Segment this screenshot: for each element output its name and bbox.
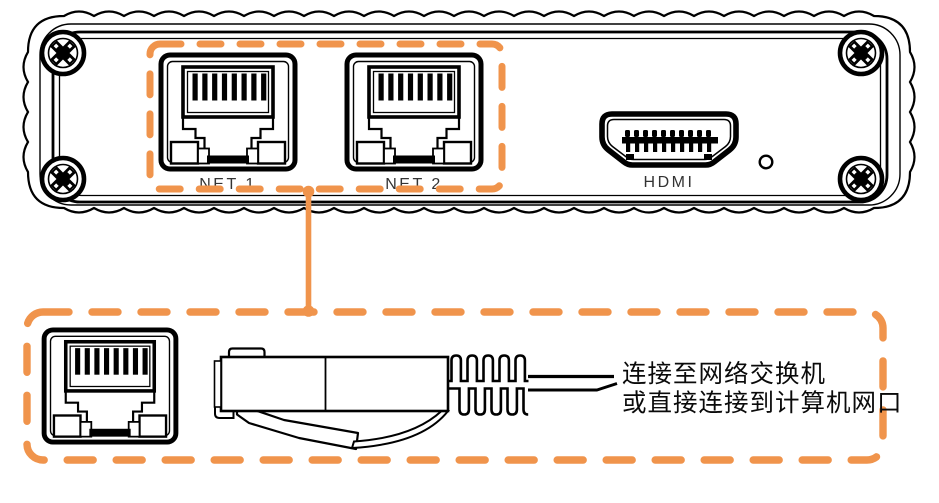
screw-icon-bottom-right <box>840 158 882 200</box>
rj45-plug-side-icon <box>213 347 618 451</box>
strain-relief-bottom-fins <box>448 387 529 416</box>
screw-icon-bottom-left <box>42 158 84 200</box>
screw-icon-top-right <box>840 32 882 74</box>
device-rear-panel: NET 1 NET 2 HDMI <box>22 10 916 214</box>
rj45-jack-front-icon <box>44 330 176 442</box>
screw-icon-top-left <box>42 32 84 74</box>
net1-port-icon <box>161 55 295 169</box>
hdmi-port-icon <box>602 114 736 165</box>
strain-relief-top-fins <box>448 354 529 383</box>
callout-text-line1: 连接至网络交换机 <box>622 360 826 388</box>
enclosure-shell-line <box>39 23 901 206</box>
reset-hole-icon <box>758 154 774 170</box>
detail-highlight-box <box>23 308 887 464</box>
net2-port-icon <box>347 55 481 169</box>
detail-box: 连接至网络交换机 或直接连接到计算机网口 <box>23 308 903 464</box>
ports-highlight-box <box>146 40 506 193</box>
cable-leader-bottom <box>528 382 618 392</box>
front-panel-inner <box>58 37 882 197</box>
callout-text-line2: 或直接连接到计算机网口 <box>622 389 903 417</box>
hdmi-port-label: HDMI <box>644 174 695 191</box>
